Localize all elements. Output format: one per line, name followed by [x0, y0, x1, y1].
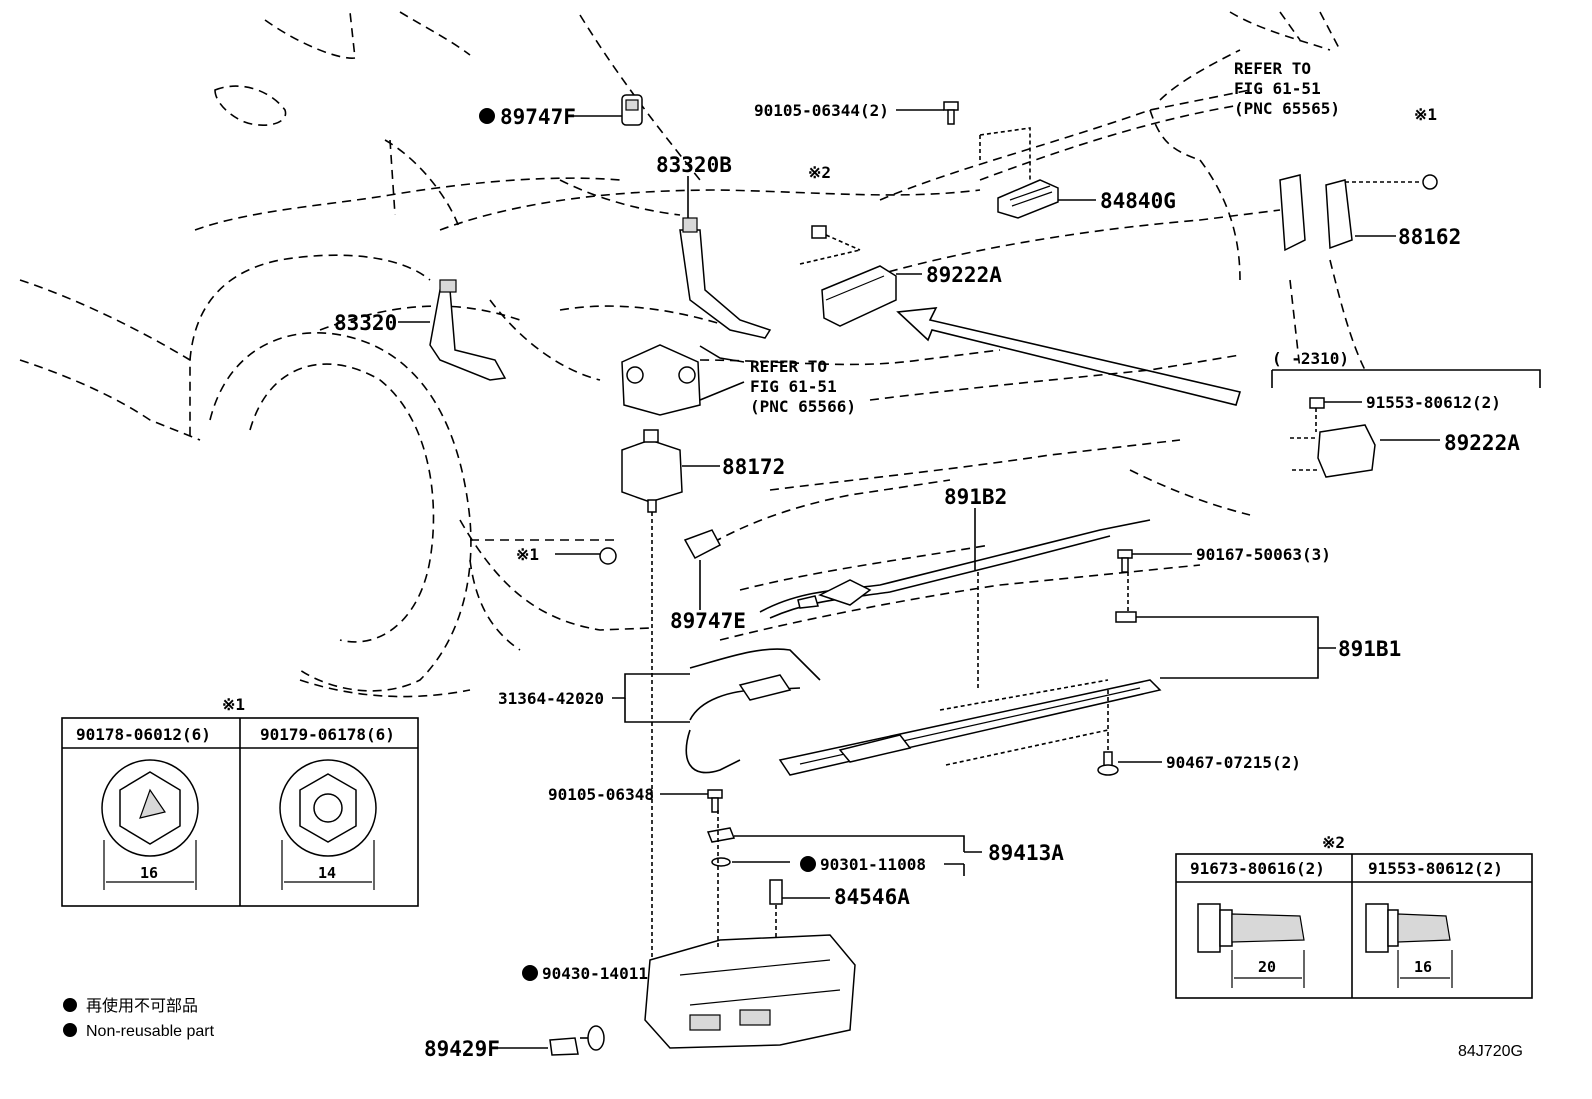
sensor-89222A-right: [1309, 397, 1376, 478]
label-90105-06344: 90105-06344(2): [754, 101, 889, 120]
bracket-83320B: [679, 217, 772, 339]
label-89429F: 89429F: [424, 1037, 500, 1061]
connector-89747E: [683, 529, 722, 560]
table2-dim1: 20: [1258, 958, 1276, 976]
label-89747F: 89747F: [500, 105, 576, 129]
label-89222A-right: 89222A: [1444, 431, 1520, 455]
label-range-2310: ( -2310): [1272, 349, 1349, 368]
leader-lines: [398, 109, 1541, 1049]
label-refer-left-2: FIG 61-51: [750, 377, 837, 396]
legend-dot-jp: [63, 998, 77, 1012]
label-90301-11008: 90301-11008: [820, 855, 926, 874]
label-84546A: 84546A: [834, 885, 910, 909]
bolt-note2: [811, 225, 827, 239]
gasket-90430-14011: [587, 1025, 605, 1051]
label-88172: 88172: [722, 455, 785, 479]
legend-en: Non-reusable part: [86, 1023, 215, 1040]
table2-col2: 91553-80612(2): [1368, 859, 1503, 878]
nonreusable-dot: [800, 856, 816, 872]
bracket-right: [1279, 174, 1438, 252]
label-refer-right-2: FIG 61-51: [1234, 79, 1321, 98]
table2-title: ※2: [1322, 833, 1345, 852]
nonreusable-dot: [479, 108, 495, 124]
actuator-88172: [621, 344, 701, 513]
label-note1-right: ※1: [1414, 105, 1437, 124]
switch-84546A: [769, 879, 783, 905]
figure-code: 84J720G: [1458, 1043, 1523, 1060]
vehicle-body-outline: [19, 11, 1366, 698]
sensor-89413A: [706, 827, 736, 843]
label-refer-left-1: REFER TO: [750, 357, 827, 376]
label-83320: 83320: [334, 311, 397, 335]
label-90430-14011: 90430-14011: [542, 964, 648, 983]
label-83320B: 83320B: [656, 153, 732, 177]
label-90467-07215: 90467-07215(2): [1166, 753, 1301, 772]
legend-dot-en: [63, 1023, 77, 1037]
label-note2-top: ※2: [808, 163, 831, 182]
label-90167-50063: 90167-50063(3): [1196, 545, 1331, 564]
location-arrow: [896, 307, 1242, 406]
table1-title: ※1: [222, 695, 245, 714]
table2-dim2: 16: [1414, 958, 1432, 976]
table1-dim2: 14: [318, 864, 336, 882]
clip-90167-50063: [1117, 549, 1133, 573]
clip-90467-07215: [1097, 751, 1119, 776]
label-refer-right-3: (PNC 65565): [1234, 99, 1340, 118]
nut-note1-left: [599, 547, 617, 565]
harness-31364-42020: [685, 648, 821, 774]
bolt-90105-06348: [707, 789, 723, 813]
transfer-case: [644, 934, 856, 1049]
connector-89747F: [621, 94, 643, 126]
legend: 再使用不可部品 Non-reusable part: [63, 997, 215, 1040]
nonreusable-dot: [522, 965, 538, 981]
cable-891B2: [759, 519, 1151, 619]
sensor-89222A-top: [821, 265, 897, 327]
fastener-table-2: ※2 91673-80616(2) 91553-80612(2) 20 16: [1175, 833, 1533, 999]
label-note1-left: ※1: [516, 545, 539, 564]
label-91553-80612: 91553-80612(2): [1366, 393, 1501, 412]
label-90105-06348: 90105-06348: [548, 785, 654, 804]
label-891B1: 891B1: [1338, 637, 1401, 661]
label-88162: 88162: [1398, 225, 1461, 249]
fastener-table-1: ※1 90178-06012(6) 90179-06178(6) 16 14: [61, 695, 419, 907]
table2-col1: 91673-80616(2): [1190, 859, 1325, 878]
label-89222A-top: 89222A: [926, 263, 1002, 287]
table1-col2: 90179-06178(6): [260, 725, 395, 744]
label-89413A: 89413A: [988, 841, 1064, 865]
bracket-83320: [429, 279, 507, 381]
label-refer-right-1: REFER TO: [1234, 59, 1311, 78]
oring-90301-11008: [711, 857, 731, 867]
table1-dim1: 16: [140, 864, 158, 882]
switch-84840G: [997, 179, 1059, 219]
bolt-90105-06344: [943, 101, 959, 125]
label-891B2: 891B2: [944, 485, 1007, 509]
label-refer-left-3: (PNC 65566): [750, 397, 856, 416]
legend-jp: 再使用不可部品: [86, 997, 198, 1015]
sensor-89429F: [549, 1037, 579, 1056]
label-89747E: 89747E: [670, 609, 746, 633]
assembly-lines: [651, 127, 1422, 960]
label-31364-42020: 31364-42020: [498, 689, 604, 708]
rail-891B1: [778, 611, 1162, 776]
label-84840G: 84840G: [1100, 189, 1176, 213]
table1-col1: 90178-06012(6): [76, 725, 211, 744]
